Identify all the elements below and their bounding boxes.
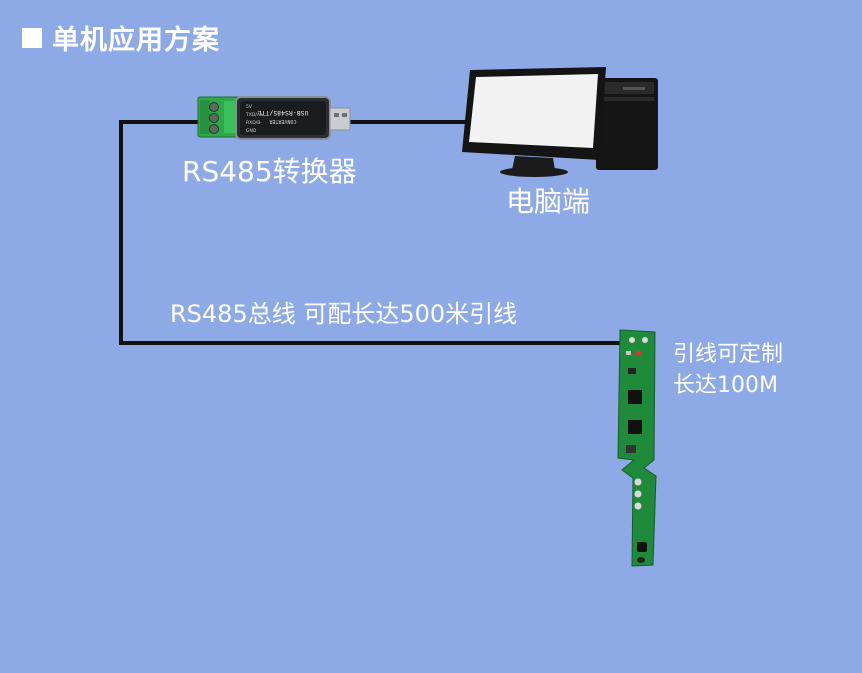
converter-silkscreen-sub: CONVERTER bbox=[268, 118, 296, 124]
bus-label: RS485总线 可配长达500米引线 bbox=[170, 300, 518, 328]
page-title-text: 单机应用方案 bbox=[52, 25, 220, 56]
lead-length-line2: 长达100M bbox=[673, 373, 778, 398]
square-bullet-icon bbox=[22, 27, 42, 48]
computer-icon bbox=[462, 67, 658, 177]
rs485-converter-device: USB-RS485/TTL CONVERTER 5V TXD/A+ RXD/B-… bbox=[197, 96, 351, 140]
converter-label: RS485转换器 bbox=[182, 155, 357, 188]
bus-wire bbox=[119, 120, 628, 345]
page-title: 单机应用方案 bbox=[22, 18, 220, 57]
pc-label: 电脑端 bbox=[506, 185, 591, 218]
lead-length-line1: 引线可定制 bbox=[673, 342, 784, 367]
converter-pin-5v: 5V bbox=[246, 104, 253, 110]
sensor-board bbox=[617, 329, 657, 567]
converter-silkscreen-title: USB-RS485/TTL bbox=[257, 109, 308, 117]
lead-length-note: 引线可定制 长达100M bbox=[673, 339, 783, 401]
converter-pin-txd: TXD/A+ bbox=[245, 112, 264, 118]
converter-pin-gnd: GND bbox=[246, 128, 257, 134]
converter-pin-rxd: RXD/B- bbox=[246, 120, 262, 126]
